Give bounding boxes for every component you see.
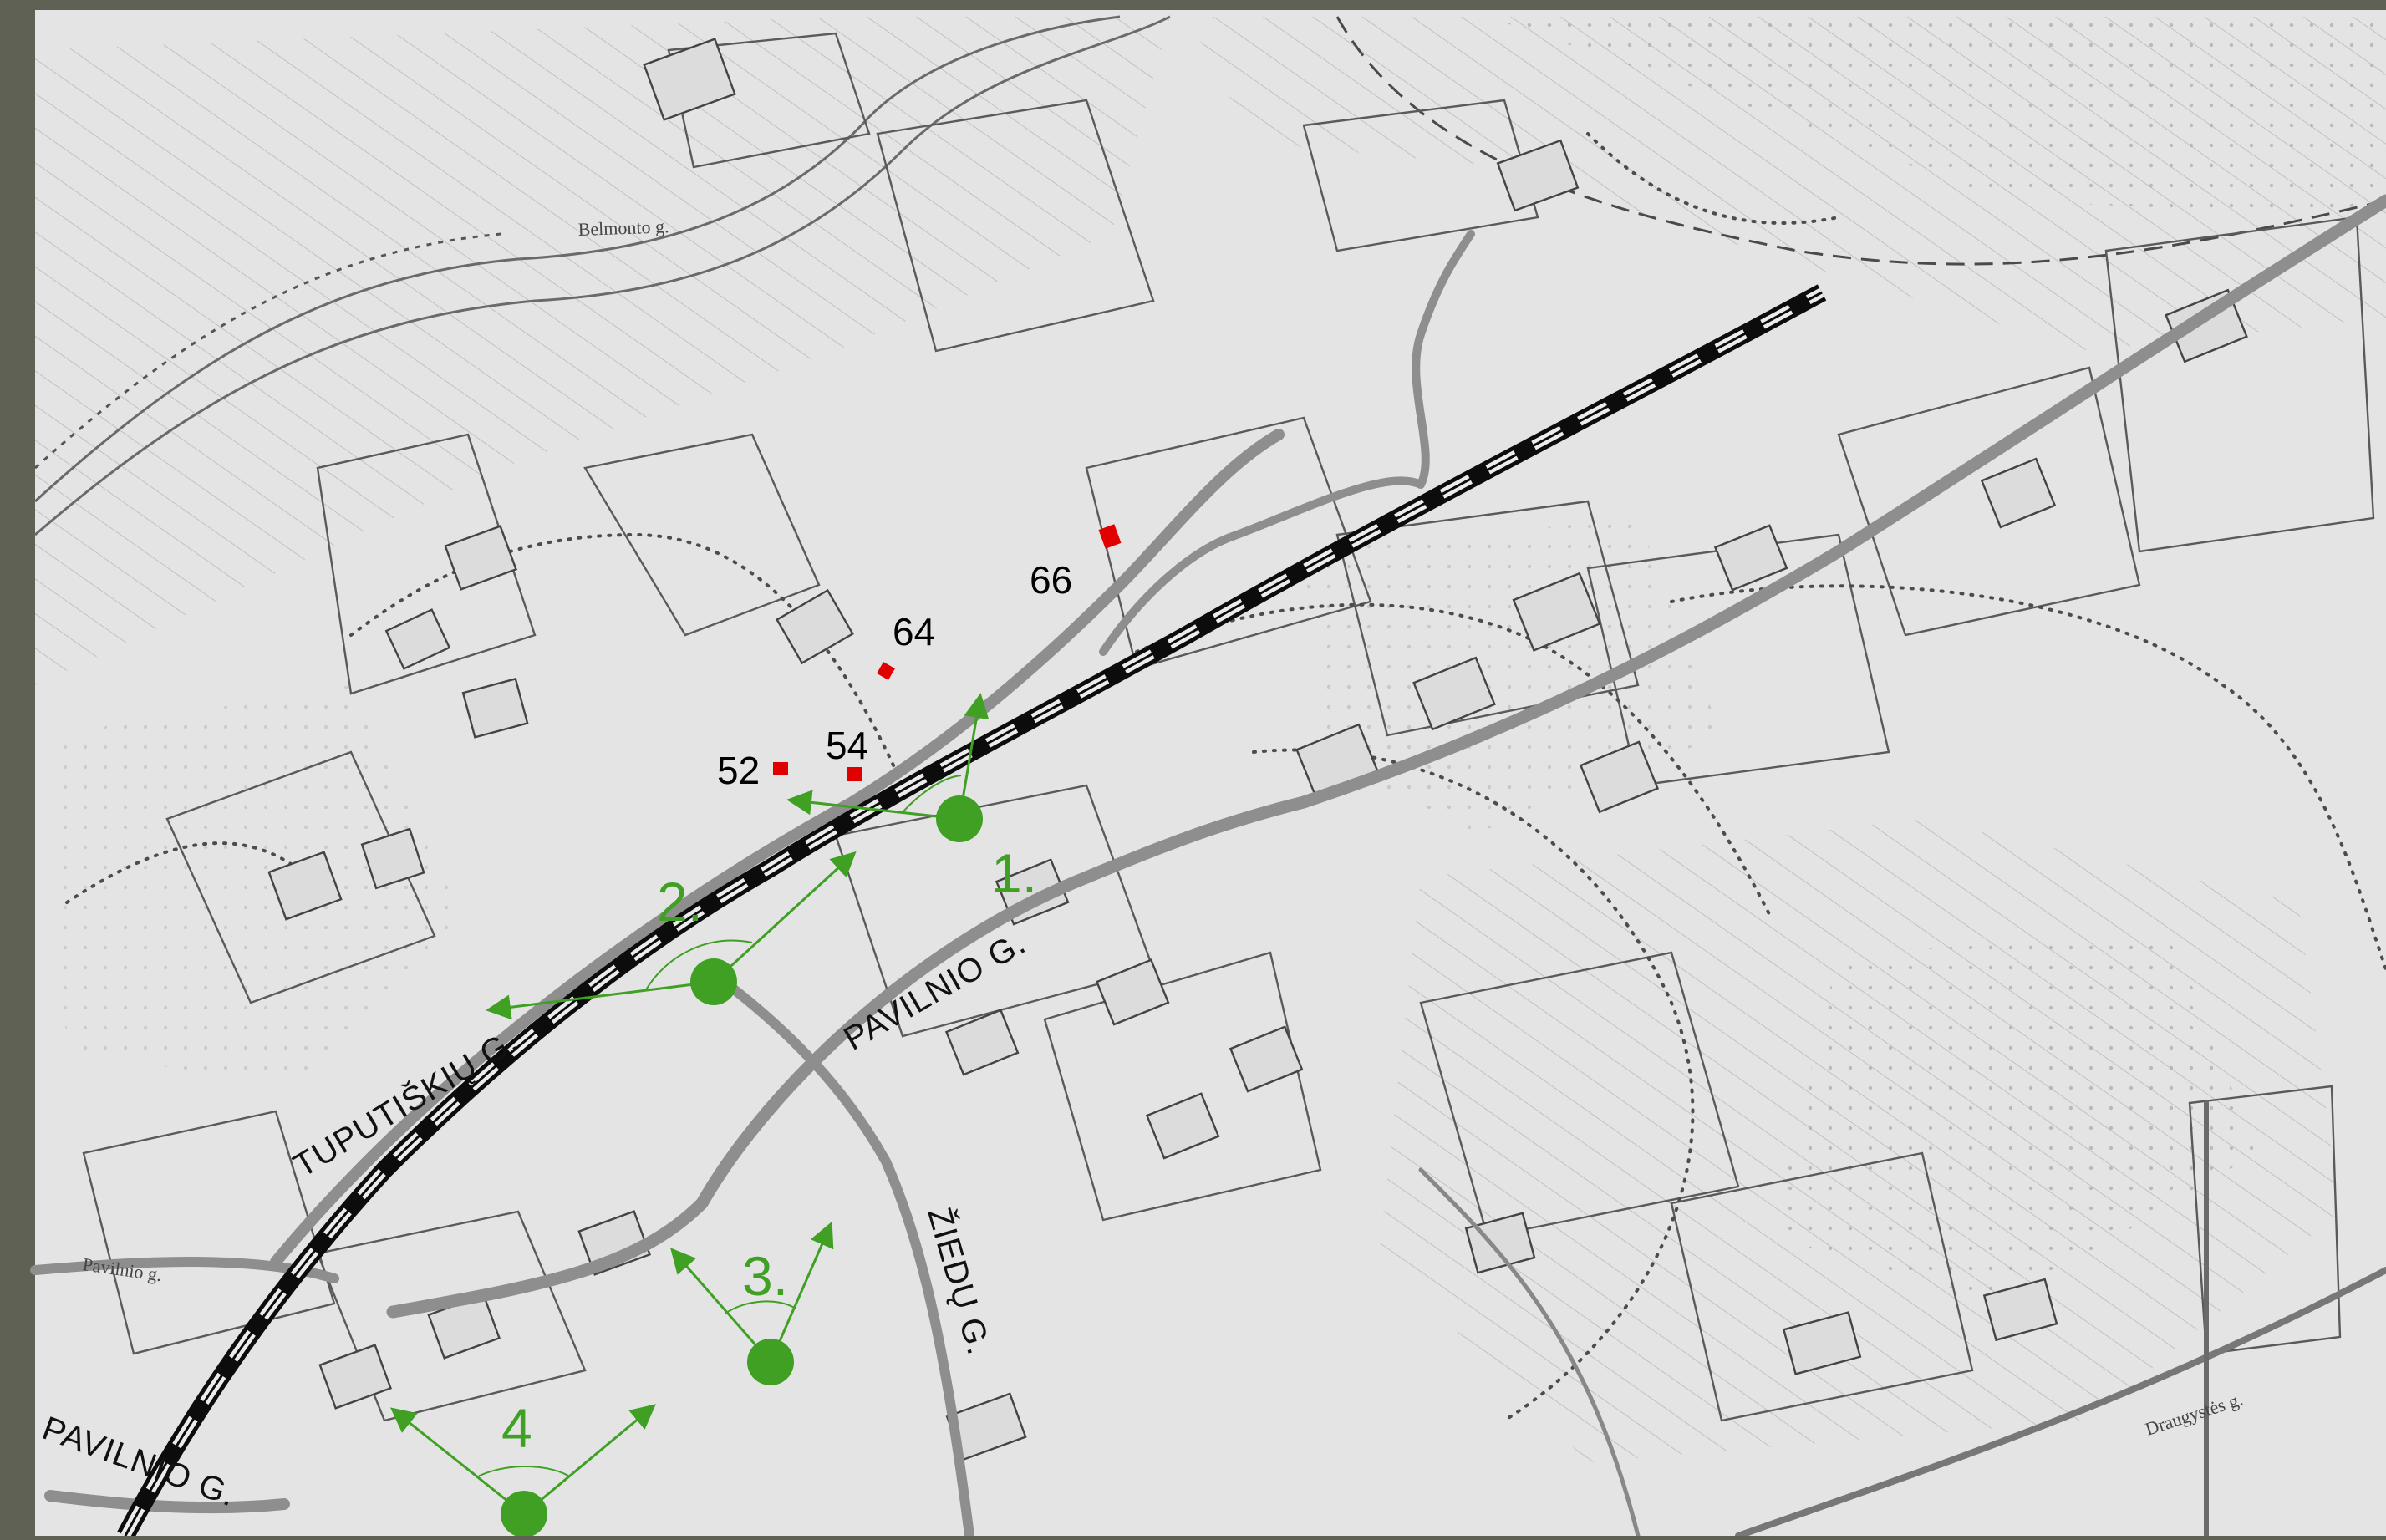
viewpoint-2-marker[interactable] [690,958,737,1005]
road-lane-north [1099,230,1475,656]
road-draugystes [1735,1267,2386,1539]
building-number-52: 52 [717,749,760,792]
viewpoint-4-marker[interactable] [501,1491,547,1537]
viewpoint-3-marker[interactable] [747,1339,794,1385]
building-markers: 52 54 64 66 [717,524,1122,792]
river-banks [33,15,2386,536]
building-number-66: 66 [1030,558,1072,602]
viewpoint-label-4: 4 [501,1397,532,1459]
viewpoint-label-3: 3. [742,1245,788,1307]
roads [30,194,2386,1540]
road-pavilnio-lower [44,1490,290,1514]
viewpoint-2[interactable] [486,851,857,1020]
building-number-54: 54 [826,724,868,767]
viewpoint-3[interactable] [670,1221,834,1385]
railway [117,284,1827,1540]
building-marker-64[interactable] [877,662,895,680]
road-pavilnio [386,194,2386,1319]
viewpoints: 1. 2. 3. 4 [389,693,1037,1537]
viewpoint-label-1: 1. [991,842,1037,904]
terrain-zones [35,17,2386,1462]
building-marker-54[interactable] [847,767,862,781]
street-label-belmonto: Belmonto g. [577,216,669,240]
viewpoint-4[interactable] [389,1404,656,1537]
road-ziedu [714,973,974,1540]
viewpoint-1[interactable] [786,693,990,842]
building-number-64: 64 [893,610,935,653]
viewpoint-label-2: 2. [657,871,703,933]
building-marker-52[interactable] [773,762,788,775]
road-tuputiskiu [270,429,1285,1268]
dotted-boundaries [65,132,2386,1422]
building-marker-66[interactable] [1098,524,1122,549]
viewpoint-1-marker[interactable] [936,795,983,842]
